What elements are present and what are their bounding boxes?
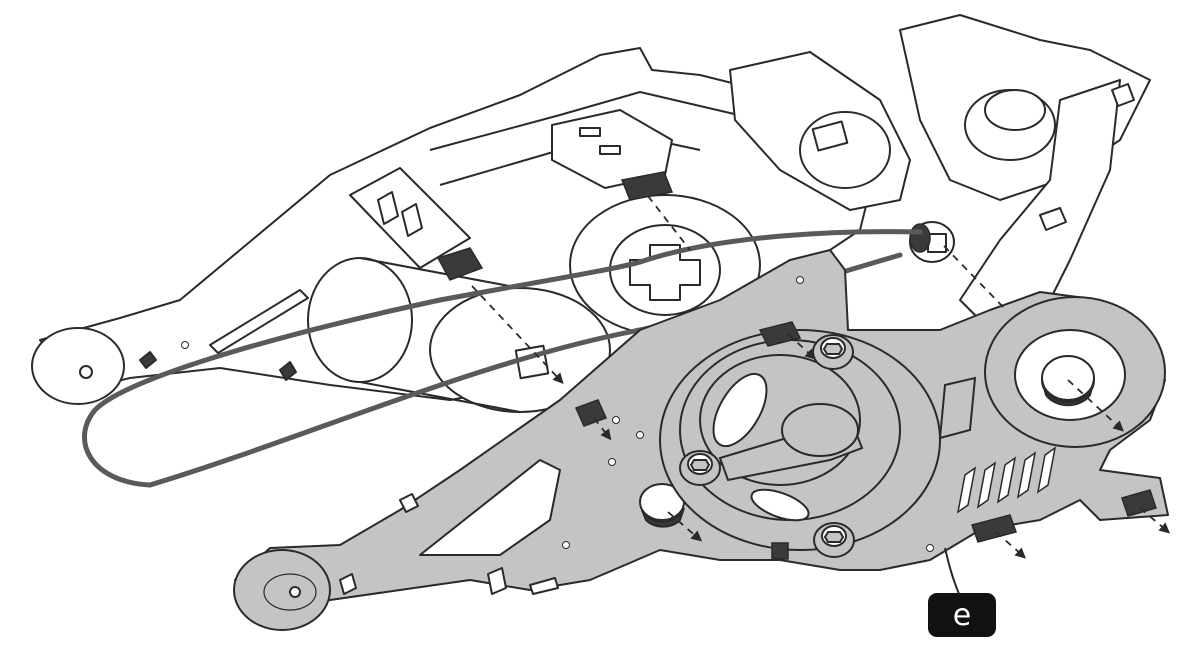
dark-block-front-top <box>758 321 802 347</box>
top-tab-slot-2 <box>599 145 621 155</box>
front-plate-hole-shadow <box>641 507 685 528</box>
vent-grille <box>956 446 1057 514</box>
guide-line-hole <box>667 511 703 542</box>
rotary-arc-slot-left <box>712 372 768 448</box>
ladder-rail <box>938 376 977 440</box>
right-arm-slot-2 <box>1039 207 1067 231</box>
front-plate-features <box>639 296 1166 551</box>
back-pivot-hole <box>79 365 93 379</box>
dark-block-left <box>436 247 484 281</box>
back-frame-assembly <box>31 14 1151 413</box>
vent-slot <box>1016 451 1037 499</box>
assembly-guide-lines <box>471 195 1171 559</box>
top-tab-slot-1 <box>579 127 601 137</box>
dark-block-front-base <box>771 542 789 560</box>
front-arm-slot-1 <box>399 493 419 513</box>
socket-screws <box>679 334 855 558</box>
guide-line-right-block <box>1139 507 1171 534</box>
belt-lower-return <box>147 327 643 488</box>
dark-blocks-front <box>574 321 1157 560</box>
right-roller-cap <box>984 89 1046 131</box>
guide-line-front-left <box>593 417 612 441</box>
guide-line-drum <box>471 285 564 384</box>
right-ring-hole-shadow <box>1041 379 1095 407</box>
belt-lower-loop <box>82 259 643 488</box>
drum-body <box>359 257 521 413</box>
left-bracket-slot-b <box>401 203 423 237</box>
motor-spool <box>799 111 891 189</box>
dark-block-top <box>620 171 674 201</box>
mounting-holes <box>181 276 934 552</box>
back-arm-slot-3 <box>279 361 297 381</box>
front-arm-slot-4 <box>529 577 559 595</box>
front-pivot-boss <box>233 549 331 631</box>
dark-block-front-left <box>574 399 608 427</box>
right-ring-hole <box>1041 355 1095 401</box>
front-arm-slot-3 <box>487 567 507 595</box>
vent-slot <box>976 461 997 509</box>
socket-head-screw <box>679 450 721 486</box>
rotary-arc-slot-bottom <box>750 488 810 522</box>
guide-line-right-ring <box>1067 379 1124 432</box>
vent-slot <box>956 466 977 514</box>
back-pivot-boss <box>31 327 125 405</box>
callout-badge <box>928 593 996 637</box>
rotary-center-hub <box>781 403 859 457</box>
front-pivot-hole <box>289 586 301 598</box>
dark-block-front-bottom <box>971 514 1017 543</box>
back-arm-slot-1 <box>209 289 309 354</box>
guide-line-gear <box>647 195 691 251</box>
front-arm-slot-2 <box>339 573 357 595</box>
vent-slot <box>996 456 1017 504</box>
right-arm-slot <box>1111 83 1135 107</box>
belt-upper-loop <box>637 229 923 265</box>
callout-leader-line <box>944 547 961 597</box>
callout-label: e <box>953 598 971 633</box>
motor-spool-slot <box>811 120 849 152</box>
socket-head-screw <box>812 334 854 370</box>
socket-head-screw <box>813 522 855 558</box>
back-arm-slot-2 <box>139 351 157 369</box>
callout-e: e <box>928 547 996 637</box>
dark-block-front-right <box>1121 489 1157 517</box>
front-arm-cutout <box>419 459 561 556</box>
guide-line-screw-top <box>787 333 816 360</box>
gear-cross-hub <box>629 244 701 301</box>
guide-line-bottom <box>995 531 1027 559</box>
vent-slot <box>1036 446 1057 494</box>
idler-dark-ring <box>909 223 931 253</box>
dark-blocks-back <box>436 171 931 281</box>
front-pivot-inner <box>263 573 317 611</box>
left-bracket-slot-a <box>377 191 399 225</box>
guide-line-idler <box>943 245 1007 311</box>
